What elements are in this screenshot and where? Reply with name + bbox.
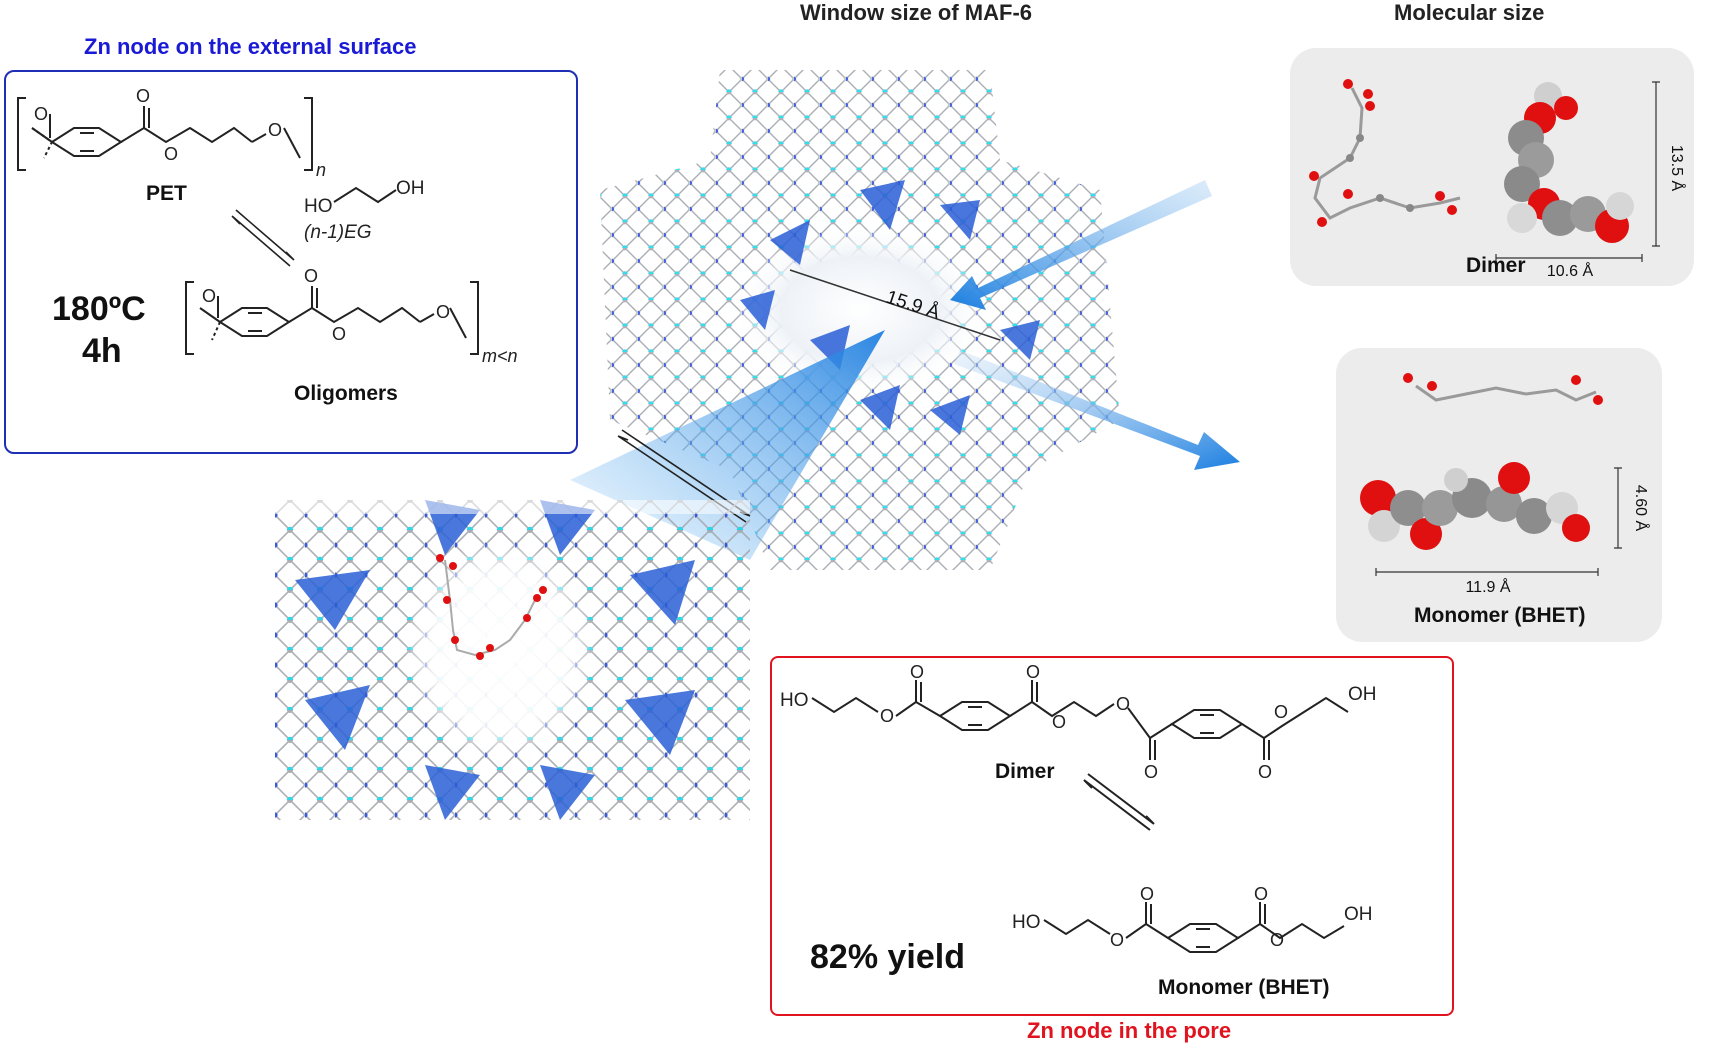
pore-monomer-label: Monomer (BHET): [1158, 976, 1330, 999]
molecular-size-title: Molecular size: [1394, 0, 1545, 25]
dimer-model: 13.5 Å 10.6 Å: [1309, 79, 1687, 280]
oligomers-label: Oligomers: [294, 382, 398, 405]
monomer-model: 4.60 Å 11.9 Å: [1360, 373, 1651, 596]
window-size-title: Window size of MAF-6: [800, 0, 1033, 25]
svg-text:O: O: [268, 120, 282, 140]
monomer-oh: OH: [1344, 904, 1373, 925]
monomer-ho: HO: [1012, 912, 1041, 933]
pore-panel: [770, 656, 1454, 1016]
svg-text:O: O: [1270, 930, 1284, 950]
molecule-arrows: [950, 180, 1240, 470]
svg-text:O: O: [1274, 702, 1288, 722]
conditions-temperature: 180ºC: [52, 290, 146, 328]
svg-text:O: O: [1140, 884, 1154, 904]
eg-ho: HO: [304, 196, 333, 217]
dimer-ho: HO: [780, 690, 809, 711]
pore-title: Zn node in the pore: [1027, 1018, 1232, 1043]
eg-label: (n-1)EG: [304, 222, 372, 243]
svg-text:O: O: [304, 266, 318, 286]
svg-text:O: O: [332, 324, 346, 344]
eg-oh: OH: [396, 178, 425, 199]
svg-text:O: O: [136, 86, 150, 106]
monomer-card-label: Monomer (BHET): [1414, 604, 1586, 627]
dimer-height-label: 13.5 Å: [1668, 145, 1687, 192]
svg-text:O: O: [1258, 762, 1272, 782]
svg-text:O: O: [1026, 662, 1040, 682]
yield-label: 82% yield: [810, 938, 965, 976]
pore-zoom-image: [275, 500, 750, 820]
pore-dimer-label: Dimer: [995, 760, 1055, 783]
pet-structure: O O O O n PET HO OH (n-1)EG O O O O m<n …: [17, 86, 518, 405]
svg-text:O: O: [436, 302, 450, 322]
svg-text:O: O: [910, 662, 924, 682]
conditions-time: 4h: [82, 332, 122, 370]
svg-text:O: O: [34, 104, 48, 124]
dimer-oh: OH: [1348, 684, 1377, 705]
dimer-width-label: 10.6 Å: [1547, 261, 1594, 280]
svg-text:O: O: [1116, 694, 1130, 714]
dimer-card-label: Dimer: [1466, 254, 1526, 277]
pet-subscript: n: [316, 160, 326, 180]
svg-text:O: O: [202, 286, 216, 306]
svg-text:O: O: [1052, 712, 1066, 732]
dimer-card: [1290, 48, 1694, 286]
external-surface-title: Zn node on the external surface: [84, 34, 417, 59]
pet-label: PET: [146, 182, 187, 205]
svg-text:O: O: [164, 144, 178, 164]
monomer-height-label: 4.60 Å: [1632, 485, 1651, 532]
external-surface-panel: [4, 70, 578, 454]
svg-text:O: O: [1254, 884, 1268, 904]
pore-structures: HO O O O O O O O O OH Dimer HO O O O O O…: [780, 662, 1377, 999]
monomer-width-label: 11.9 Å: [1465, 577, 1510, 596]
oligomer-subscript: m<n: [482, 346, 518, 366]
svg-text:O: O: [1110, 930, 1124, 950]
svg-text:O: O: [880, 706, 894, 726]
svg-text:O: O: [1144, 762, 1158, 782]
